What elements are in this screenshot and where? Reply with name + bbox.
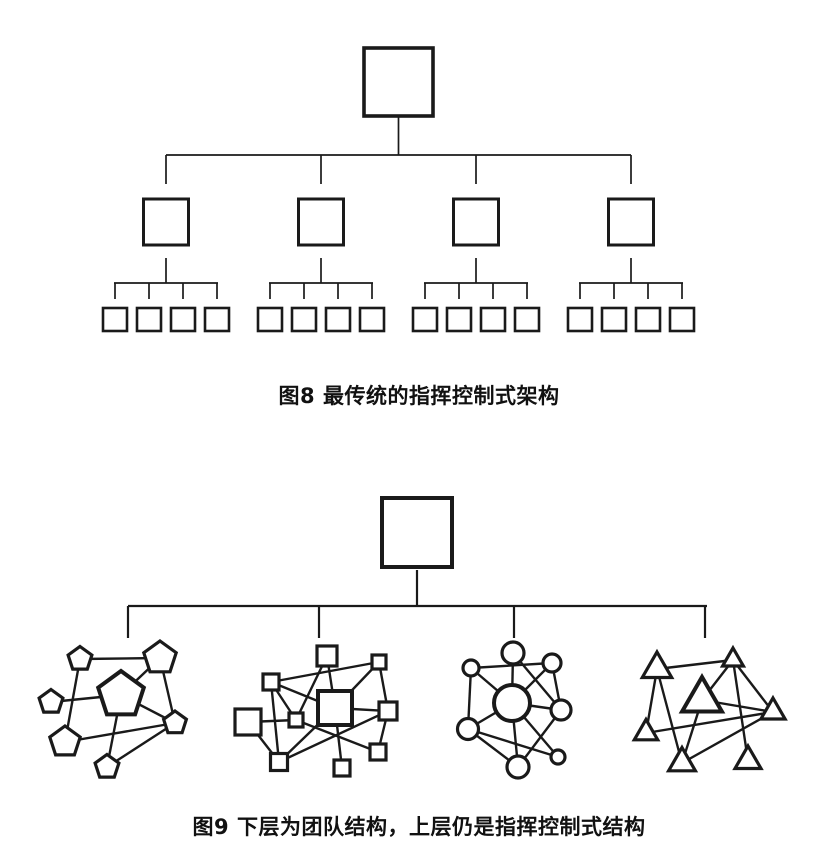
pentagon-node [66, 644, 94, 671]
leaf-box [445, 306, 473, 333]
leaf-box [600, 306, 628, 333]
leaf-box [358, 306, 386, 333]
square-node [332, 758, 352, 778]
circle-node [461, 658, 481, 678]
square-node [261, 672, 281, 692]
square-node [316, 689, 354, 727]
team-edge-line [64, 721, 176, 744]
leaf-box [411, 306, 439, 333]
triangle-node [665, 744, 699, 773]
team-edge-line [467, 727, 559, 759]
figure8-caption: 图8 最传统的指挥控制式架构 [278, 384, 560, 408]
square-node [377, 700, 399, 722]
leaf-box [566, 306, 594, 333]
leaf-box [203, 306, 231, 333]
triangle-node [639, 648, 675, 680]
leaf-box [169, 306, 197, 333]
circle-node [500, 640, 526, 666]
figure9-caption: 图9 下层为团队结构，上层仍是指挥控制式结构 [192, 815, 646, 839]
circle-node [549, 698, 573, 722]
team-edge-line [278, 709, 389, 764]
square-node [315, 644, 339, 668]
team-edge-line [731, 659, 750, 762]
circle-node [541, 652, 563, 674]
square-node [233, 707, 263, 737]
pentagon-team-network [37, 639, 189, 779]
leaf-box [101, 306, 129, 333]
square-node [370, 653, 388, 671]
triangle-node [732, 742, 764, 771]
triangle-team-network [631, 644, 788, 773]
root-box [380, 496, 454, 569]
mid-level-box [607, 197, 655, 247]
leaf-box [668, 306, 696, 333]
leaf-box [256, 306, 284, 333]
figure9-upper-tree [126, 496, 707, 638]
triangle-node [719, 644, 747, 668]
leaf-box [479, 306, 507, 333]
leaf-box [513, 306, 541, 333]
team-edge-line [106, 721, 176, 769]
team-edge-line [270, 660, 380, 684]
team-edge-line [681, 710, 774, 765]
pentagon-node [47, 724, 83, 757]
triangle-node [631, 716, 661, 742]
root-box [362, 46, 435, 118]
square-node [268, 751, 290, 773]
square-node [368, 742, 388, 762]
team-edge-line [645, 710, 774, 735]
square-node [287, 711, 305, 729]
leaf-box [135, 306, 163, 333]
leaf-box [634, 306, 662, 333]
triangle-node [758, 694, 788, 721]
circle-node [505, 754, 531, 780]
leaf-box [324, 306, 352, 333]
circle-node [455, 716, 481, 742]
team-edge-line [655, 668, 684, 764]
leaf-box [290, 306, 318, 333]
mid-level-box [297, 197, 345, 247]
pentagon-node [141, 639, 179, 674]
team-edge-line [656, 658, 734, 671]
mid-level-box [452, 197, 500, 247]
circle-team-network [455, 640, 573, 780]
mid-level-box [142, 197, 190, 247]
pentagon-node [37, 687, 65, 714]
triangle-node [678, 672, 726, 714]
circle-node [492, 683, 532, 723]
team-edge-line [732, 659, 774, 713]
pentagon-node [95, 668, 147, 717]
pentagon-node [93, 752, 121, 779]
pentagon-node [161, 709, 189, 735]
square-team-network [233, 644, 399, 778]
figure8-tree [101, 46, 696, 333]
circle-node [549, 748, 567, 766]
